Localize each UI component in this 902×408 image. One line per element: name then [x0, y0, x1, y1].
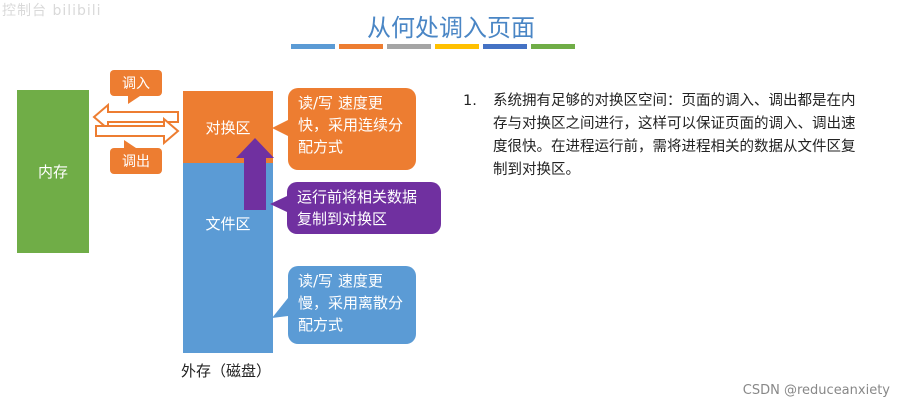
list-number: 1. — [463, 93, 477, 109]
arrow-swap-out — [95, 116, 180, 146]
watermark-bottom-right: CSDN @reduceanxiety — [742, 383, 890, 398]
swap-in-tag-pointer — [128, 96, 140, 104]
color-bar — [291, 44, 335, 49]
arrow-file-to-swap-head — [236, 138, 274, 158]
watermark-top-left: 控制台 bilibili — [2, 3, 102, 19]
swap-area-block: 对换区 — [183, 91, 273, 163]
callout-copy-pointer — [270, 196, 287, 212]
swap-area-label: 对换区 — [205, 118, 251, 137]
swap-out-tag-pointer — [124, 140, 136, 148]
title-color-bars — [291, 44, 575, 49]
memory-block: 内存 — [17, 90, 89, 253]
swap-in-tag: 调入 — [110, 70, 162, 96]
color-bar — [387, 44, 431, 49]
file-area-label: 文件区 — [205, 215, 251, 233]
memory-label: 内存 — [37, 163, 68, 181]
color-bar — [339, 44, 383, 49]
arrow-file-to-swap — [244, 158, 266, 210]
color-bar — [483, 44, 527, 49]
callout-swap-pointer — [272, 120, 288, 136]
disk-label: 外存（磁盘） — [181, 362, 272, 380]
list-text: 系统拥有足够的对换区空间：页面的调入、调出都是在内存与对换区之间进行，这样可以保… — [493, 93, 856, 178]
callout-file-pointer — [272, 298, 288, 318]
callout-copy-before-run: 运行前将相关数据复制到对换区 — [287, 182, 441, 234]
page-title: 从何处调入页面 — [367, 14, 535, 42]
callout-file-area: 读/写 速度更慢，采用离散分配方式 — [288, 266, 416, 344]
callout-swap-area: 读/写 速度更快，采用连续分配方式 — [288, 88, 416, 170]
color-bar — [531, 44, 575, 49]
swap-out-tag: 调出 — [110, 148, 162, 174]
explanation-list-item: 1. 系统拥有足够的对换区空间：页面的调入、调出都是在内存与对换区之间进行，这样… — [463, 90, 863, 182]
color-bar — [435, 44, 479, 49]
